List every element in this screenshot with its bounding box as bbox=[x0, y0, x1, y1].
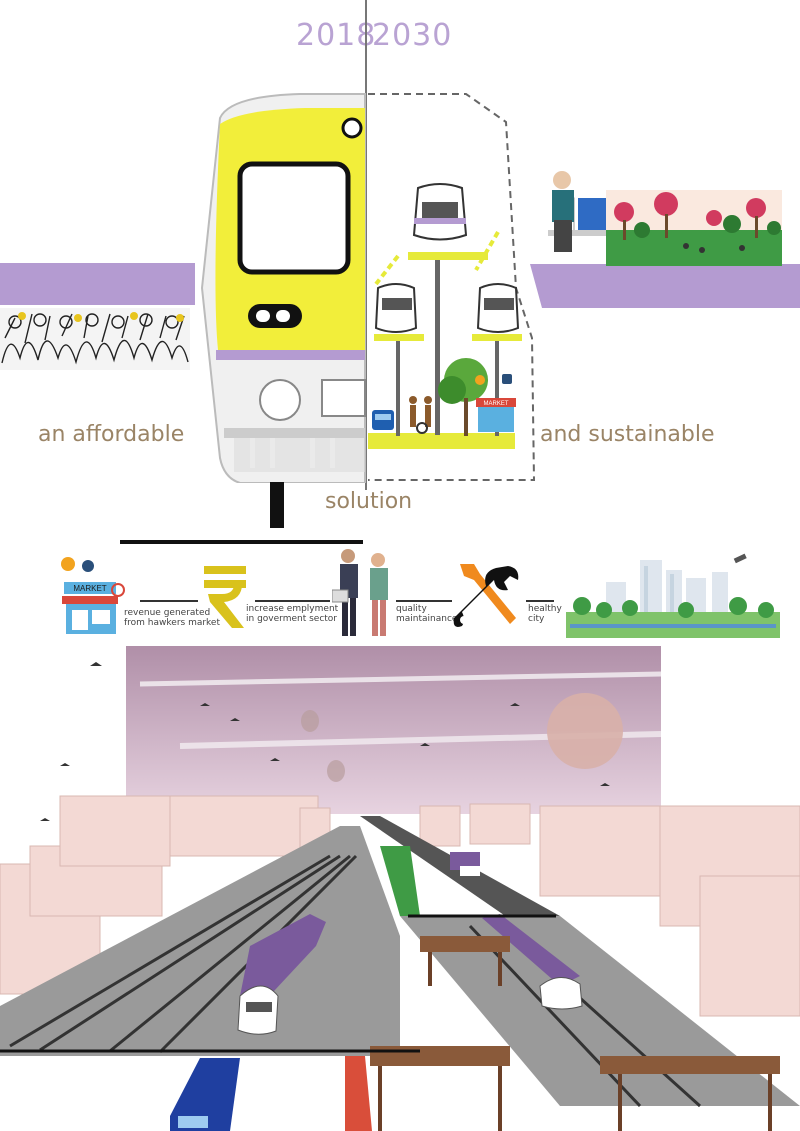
connector-line-2 bbox=[255, 600, 330, 602]
benefit-2-line2: in goverment sector bbox=[246, 614, 337, 624]
transit-pod-top-icon bbox=[412, 183, 468, 241]
benefit-4-caption: healthy city bbox=[528, 604, 568, 624]
green-city-icon bbox=[566, 553, 780, 638]
connector-line-3 bbox=[396, 600, 452, 602]
tagline-center: solution bbox=[325, 489, 413, 514]
market-stall-icon: MARKET bbox=[61, 557, 125, 634]
future-platform-base bbox=[368, 433, 515, 449]
tagline-left: an affordable bbox=[38, 422, 185, 447]
benefit-2-line1: increase emplyment bbox=[246, 604, 339, 614]
market-sign-small: MARKET bbox=[483, 401, 508, 407]
benefit-1-caption: revenue generated from hawkers market bbox=[124, 608, 234, 628]
future-metro-perspective-render bbox=[0, 646, 800, 1131]
commuter-bench-illustration bbox=[548, 171, 610, 252]
market-sign: MARKET bbox=[73, 584, 106, 593]
platform-band-left bbox=[0, 263, 195, 305]
year-2030-label: 2030 bbox=[372, 18, 453, 53]
connector-line-1 bbox=[140, 600, 198, 602]
benefit-3-line1: quality bbox=[396, 604, 427, 614]
bus-icon bbox=[170, 1058, 240, 1131]
urban-park-illustration bbox=[606, 190, 782, 266]
year-2018-label: 2018 bbox=[296, 18, 377, 53]
crowd-sketch-image bbox=[0, 308, 190, 370]
metro-train-left-icon bbox=[237, 914, 326, 1035]
modular-transit-diagram: MARKET bbox=[372, 183, 522, 436]
benefit-3-line2: maintainance bbox=[396, 614, 458, 624]
benefit-2-caption: increase emplyment in goverment sector bbox=[246, 604, 356, 624]
metro-train-far-icon bbox=[450, 852, 480, 876]
local-train-2018-illustration bbox=[200, 93, 366, 483]
metro-train-right-icon bbox=[482, 914, 583, 1010]
benefit-4-line1: healthy bbox=[528, 604, 562, 614]
train-coupler bbox=[270, 482, 284, 528]
workers-icon bbox=[332, 549, 388, 636]
benefits-row: MARKET revenue generated from hawkers ma… bbox=[0, 548, 800, 640]
rupee-icon bbox=[204, 566, 246, 628]
benefit-1-line1: revenue generated bbox=[124, 608, 211, 618]
connector-line-4 bbox=[526, 600, 554, 602]
platform-band-right bbox=[530, 264, 800, 308]
benefit-1-line2: from hawkers market bbox=[124, 618, 221, 628]
benefit-4-line2: city bbox=[528, 614, 545, 624]
tools-icon bbox=[453, 564, 519, 627]
benefit-3-caption: quality maintainance bbox=[396, 604, 476, 624]
tagline-right: and sustainable bbox=[540, 422, 715, 447]
base-line bbox=[120, 540, 363, 544]
